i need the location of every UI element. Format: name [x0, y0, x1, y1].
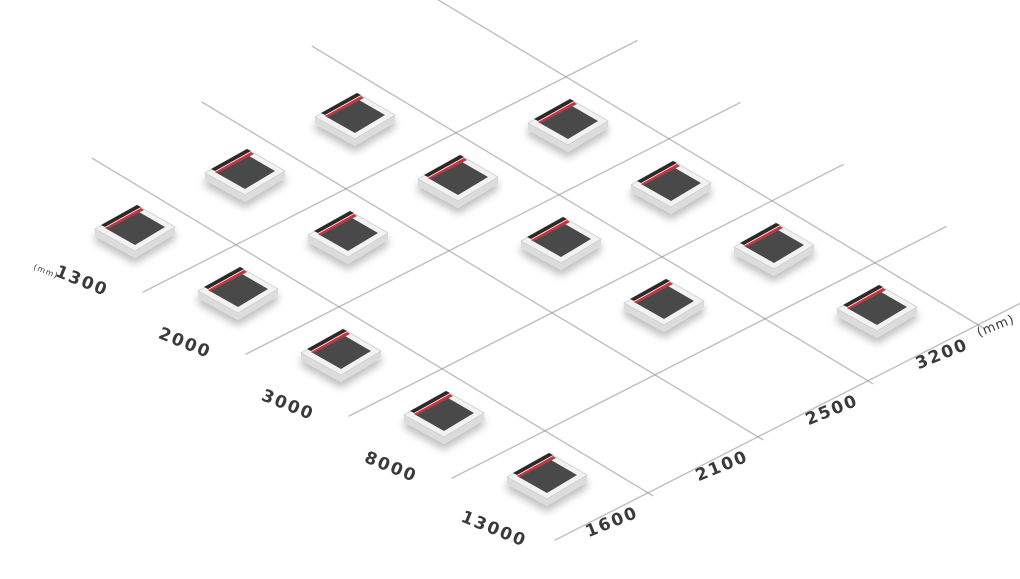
machine-accent: [517, 456, 556, 477]
machine-accent: [641, 164, 680, 185]
machine-frame-side: [198, 289, 278, 320]
grid-line-length: [451, 225, 947, 480]
machine-accent: [428, 158, 467, 179]
machine-gantry: [630, 279, 670, 301]
machine-frame-side: [528, 121, 608, 152]
machine-accent: [208, 270, 247, 291]
machine-gantry: [513, 453, 553, 475]
machine-bed: [538, 106, 598, 139]
machine-frame-side: [95, 227, 175, 258]
laser-machine: [733, 222, 815, 276]
machine-frame-side: [301, 351, 381, 382]
machine-bed: [531, 224, 591, 257]
machine-accent: [325, 96, 364, 117]
machine-accent: [744, 226, 783, 247]
machine-bed: [634, 286, 694, 319]
machine-accent: [311, 332, 350, 353]
machine-gantry: [534, 99, 574, 121]
width-label: 2100: [693, 447, 752, 486]
machine-frame-side: [624, 301, 704, 332]
grid-line-width: [91, 157, 654, 497]
machine-bed: [428, 162, 488, 195]
grid-line-width: [311, 45, 874, 385]
machine-bed: [641, 168, 701, 201]
machine-accent: [318, 214, 357, 235]
width-label: 1600: [583, 503, 642, 542]
machine-bed: [414, 398, 474, 431]
machine-bed: [318, 218, 378, 251]
machine-bed: [325, 100, 385, 133]
machine-gantry: [211, 149, 251, 171]
laser-machine: [506, 452, 588, 506]
length-label: 2000: [155, 324, 214, 363]
length-label: 13000: [458, 507, 530, 551]
grid-line-length: [245, 101, 741, 356]
machine-accent: [634, 282, 673, 303]
machine-accent: [105, 208, 144, 229]
grid-lines: [91, 0, 1020, 542]
laser-machine: [94, 204, 176, 258]
laser-machine: [836, 284, 918, 338]
grid-line-length: [554, 302, 1020, 542]
machine-frame-side: [205, 171, 285, 202]
machine-bed: [311, 336, 371, 369]
machine-gantry: [314, 211, 354, 233]
machine-gantry: [637, 161, 677, 183]
machine-frame-side: [404, 413, 484, 444]
laser-machine: [623, 278, 705, 332]
machine-accent: [538, 102, 577, 123]
machine-gantry: [321, 93, 361, 115]
laser-machine: [520, 216, 602, 270]
machine-frame-side: [631, 183, 711, 214]
machine-gantry: [527, 217, 567, 239]
laser-machine: [204, 148, 286, 202]
machine-accent: [414, 394, 453, 415]
laser-machine: [417, 154, 499, 208]
machine-bed: [215, 156, 275, 189]
machine-frame-side: [837, 307, 917, 338]
width-label: 3200: [913, 335, 972, 374]
machine-frame-side: [521, 239, 601, 270]
machine-gantry: [740, 223, 780, 245]
machine-frame-side: [418, 177, 498, 208]
length-label: 3000: [258, 386, 317, 425]
machine-bed: [208, 274, 268, 307]
width-label: 2500: [803, 391, 862, 430]
grid-line-width: [201, 101, 764, 441]
machine-gantry: [101, 205, 141, 227]
machine-accent: [215, 152, 254, 173]
length-label: 1300: [52, 262, 111, 301]
grid-line-width: [437, 0, 984, 329]
laser-machine: [403, 390, 485, 444]
grid-line-length: [348, 163, 844, 418]
machine-gantry: [410, 391, 450, 413]
length-unit-label: (mm): [32, 263, 59, 281]
machine-frame-side: [734, 245, 814, 276]
laser-machine: [197, 266, 279, 320]
laser-machine: [300, 328, 382, 382]
machine-accent: [531, 220, 570, 241]
machine-gantry: [843, 285, 883, 307]
machine-frame-side: [308, 233, 388, 264]
machine-bed: [517, 460, 577, 493]
machine-accent: [847, 288, 886, 309]
machine-frame-side: [507, 475, 587, 506]
machine-gantry: [204, 267, 244, 289]
grid-line-length: [142, 39, 638, 294]
laser-machine: [527, 98, 609, 152]
machine-bed: [847, 292, 907, 325]
machines: [94, 92, 918, 506]
machine-gantry: [424, 155, 464, 177]
length-label: 8000: [361, 448, 420, 487]
machine-gantry: [307, 329, 347, 351]
machine-bed: [105, 212, 165, 245]
machine-bed: [744, 230, 804, 263]
laser-machine: [630, 160, 712, 214]
machine-frame-side: [315, 115, 395, 146]
laser-machine: [307, 210, 389, 264]
laser-machine: [314, 92, 396, 146]
